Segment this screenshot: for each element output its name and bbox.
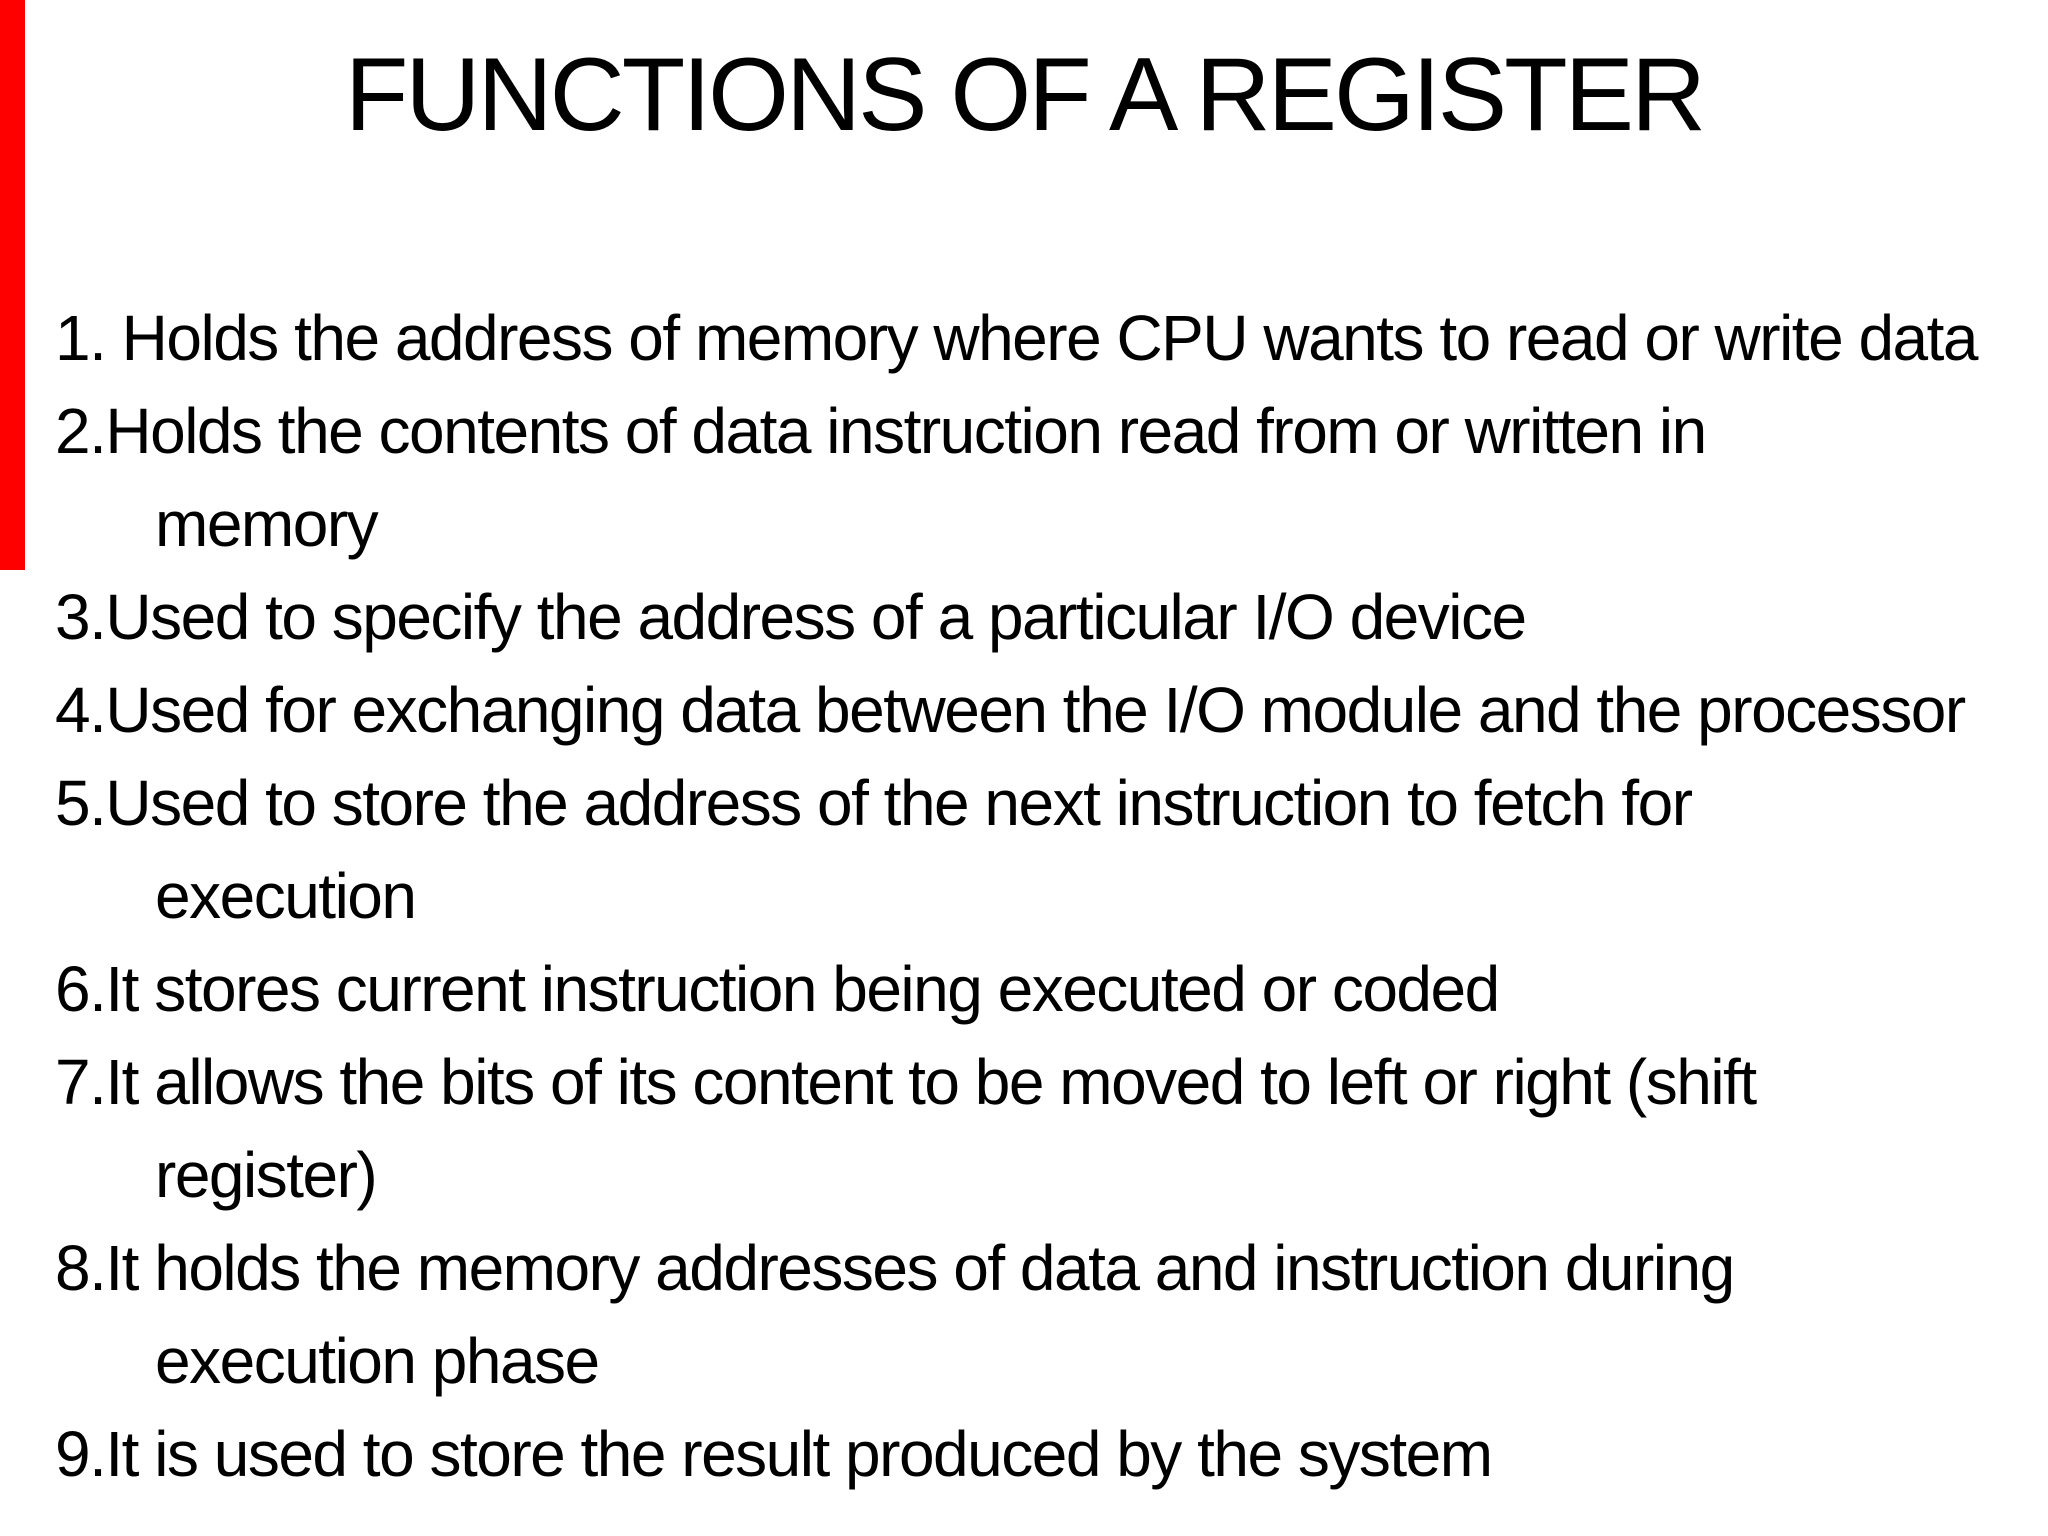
list-item: 8.It holds the memory addresses of data … bbox=[55, 1222, 2045, 1408]
list-item-line-continuation: register) bbox=[155, 1139, 378, 1211]
list-item: 2.Holds the contents of data instruction… bbox=[55, 385, 2045, 571]
list-item: 9.It is used to store the result produce… bbox=[55, 1408, 2045, 1501]
slide-title: FUNCTIONS OF A REGISTER bbox=[344, 37, 1706, 153]
list-item-line: 6.It stores current instruction being ex… bbox=[55, 953, 1500, 1025]
list-item-line-continuation: execution phase bbox=[155, 1325, 600, 1397]
list-item-line-continuation: execution bbox=[155, 860, 417, 932]
list-item-line-continuation: memory bbox=[155, 488, 379, 560]
list-item: 4.Used for exchanging data between the I… bbox=[55, 664, 2045, 757]
list-item-line: 3.Used to specify the address of a parti… bbox=[55, 581, 1527, 653]
list-item: 5.Used to store the address of the next … bbox=[55, 757, 2045, 943]
list-item-line: 9.It is used to store the result produce… bbox=[55, 1418, 1493, 1490]
function-list: 1. Holds the address of memory where CPU… bbox=[55, 292, 2045, 1501]
list-item: 7.It allows the bits of its content to b… bbox=[55, 1036, 2045, 1222]
red-accent-bar bbox=[0, 0, 25, 570]
list-item-line: 5.Used to store the address of the next … bbox=[55, 767, 1693, 839]
list-item: 6.It stores current instruction being ex… bbox=[55, 943, 2045, 1036]
list-item-line: 2.Holds the contents of data instruction… bbox=[55, 395, 1707, 467]
list-item-line: 1. Holds the address of memory where CPU… bbox=[55, 302, 1979, 374]
list-item-line: 8.It holds the memory addresses of data … bbox=[55, 1232, 1735, 1304]
list-item: 1. Holds the address of memory where CPU… bbox=[55, 292, 2045, 385]
list-item-line: 7.It allows the bits of its content to b… bbox=[55, 1046, 1757, 1118]
list-item: 3.Used to specify the address of a parti… bbox=[55, 571, 2045, 664]
list-item-line: 4.Used for exchanging data between the I… bbox=[55, 674, 1966, 746]
